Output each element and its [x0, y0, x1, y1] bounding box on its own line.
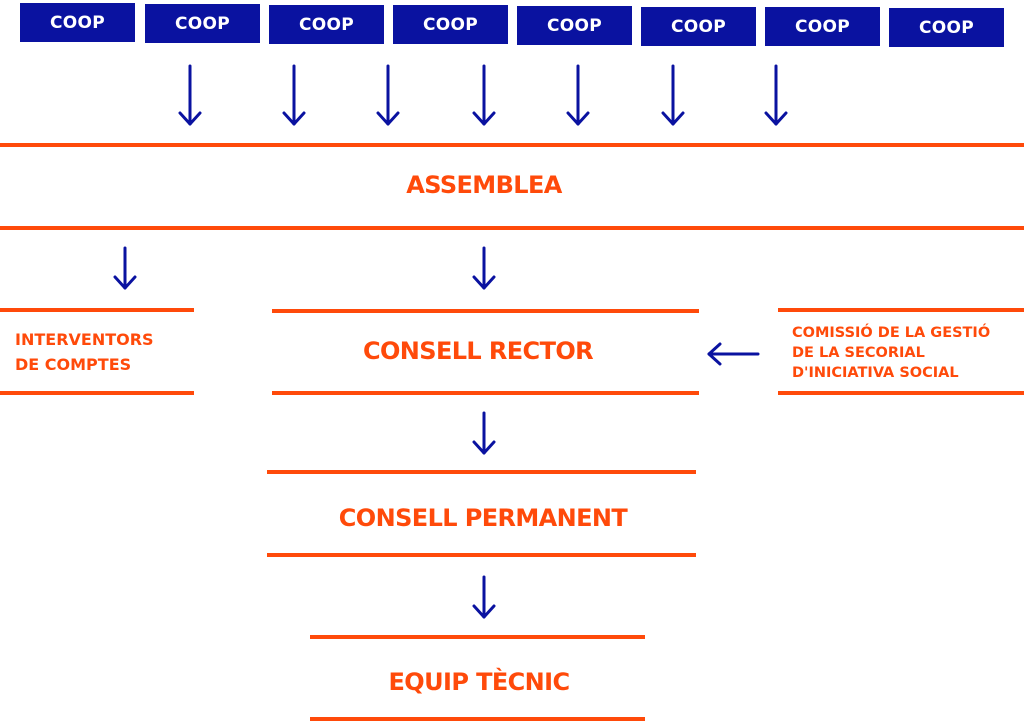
coop-box-8: COOP [889, 8, 1004, 47]
coop-box-3: COOP [269, 5, 384, 44]
arrow-down-icon [764, 64, 788, 126]
coop-box-1: COOP [20, 3, 135, 42]
interventors-label-line2: DE COMPTES [15, 355, 132, 374]
consell-rector-label: CONSELL RECTOR [362, 337, 594, 365]
arrow-down-icon [113, 246, 137, 290]
arrow-down-icon [566, 64, 590, 126]
arrow-down-icon [472, 411, 496, 455]
coop-label: COOP [174, 13, 231, 34]
assemblea-top-rule [0, 143, 1024, 147]
comissio-bottom-rule [778, 391, 1024, 395]
comissio-top-rule [778, 308, 1024, 312]
coop-label: COOP [546, 15, 603, 36]
coop-label: COOP [670, 16, 727, 37]
coop-box-4: COOP [393, 5, 508, 44]
interventors-top-rule [0, 308, 194, 312]
coop-label: COOP [49, 12, 106, 33]
coop-label: COOP [422, 14, 479, 35]
arrow-down-icon [376, 64, 400, 126]
arrow-left-icon [707, 342, 760, 366]
rector-top-rule [272, 309, 699, 313]
arrow-down-icon [661, 64, 685, 126]
coop-box-6: COOP [641, 7, 756, 46]
coop-box-2: COOP [145, 4, 260, 43]
comissio-label: COMISSIÓ DE LA GESTIÓ DE LA SECORIAL D'I… [792, 323, 990, 383]
assemblea-label: ASSEMBLEA [406, 171, 562, 199]
coop-label: COOP [918, 17, 975, 38]
comissio-label-line1: COMISSIÓ DE LA GESTIÓ [792, 325, 991, 341]
equip-bottom-rule [310, 717, 645, 721]
coop-label: COOP [298, 14, 355, 35]
arrow-down-icon [282, 64, 306, 126]
interventors-bottom-rule [0, 391, 194, 395]
rector-bottom-rule [272, 391, 699, 395]
permanent-top-rule [267, 470, 696, 474]
arrow-down-icon [472, 64, 496, 126]
comissio-label-line2: DE LA SECORIAL [792, 345, 925, 361]
arrow-down-icon [178, 64, 202, 126]
equip-tecnic-label: EQUIP TÈCNIC [388, 668, 571, 696]
equip-top-rule [310, 635, 645, 639]
interventors-label-line1: INTERVENTORS [15, 330, 154, 349]
comissio-label-line3: D'INICIATIVA SOCIAL [792, 365, 959, 381]
coop-box-7: COOP [765, 7, 880, 46]
arrow-down-icon [472, 575, 496, 619]
consell-permanent-label: CONSELL PERMANENT [338, 504, 628, 532]
interventors-label: INTERVENTORS DE COMPTES [15, 327, 154, 377]
coop-label: COOP [794, 16, 851, 37]
coop-box-5: COOP [517, 6, 632, 45]
assemblea-bottom-rule [0, 226, 1024, 230]
arrow-down-icon [472, 246, 496, 290]
permanent-bottom-rule [267, 553, 696, 557]
